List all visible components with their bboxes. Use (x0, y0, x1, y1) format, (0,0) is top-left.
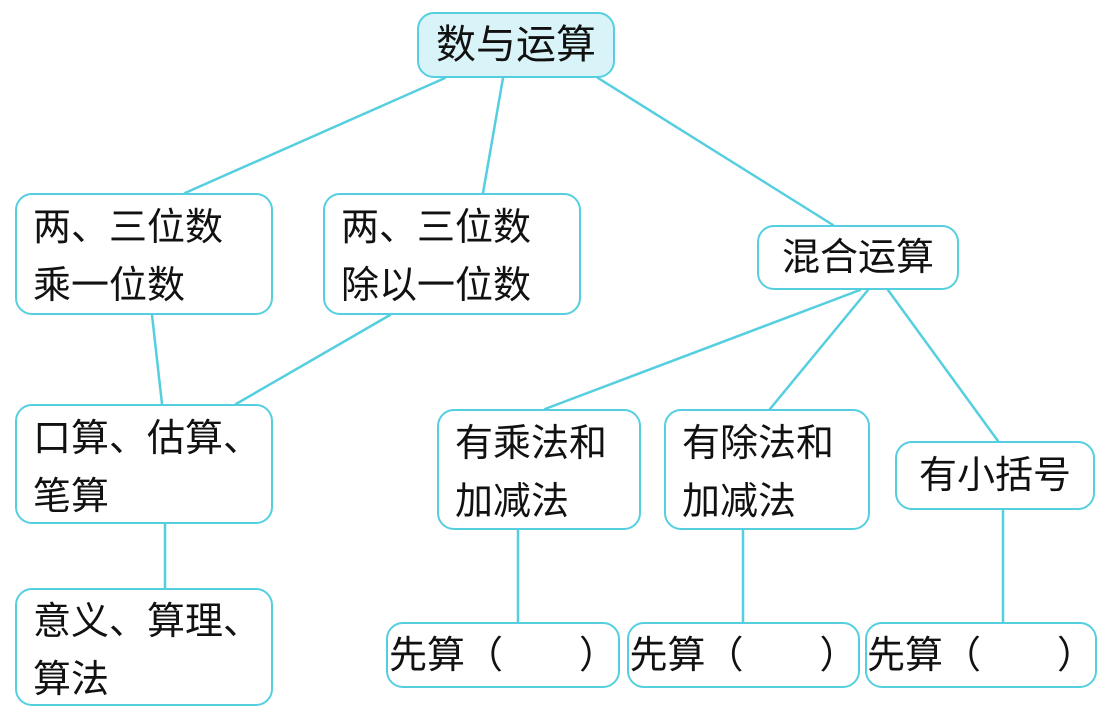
link-root-divide (481, 76, 505, 195)
link-root-multiply (183, 76, 447, 195)
link-divide-methods (234, 313, 392, 406)
node-meaning-line-2: 算法 (33, 657, 110, 701)
node-divide-line-2: 除以一位数 (341, 263, 532, 307)
node-case-brackets: 有小括号 (895, 441, 1095, 510)
node-divide-by-one-digit: 两、三位数 除以一位数 (323, 193, 581, 315)
node-mixed-operations: 混合运算 (757, 225, 959, 290)
first-step-brackets-label: 先算（ ） (867, 633, 1096, 677)
first-step-divide-label: 先算（ ） (629, 633, 858, 677)
node-first-step-divide[interactable]: 先算（ ） (627, 622, 860, 688)
node-methods-line-1: 口算、估算、 (33, 416, 262, 460)
node-case-multiply-line-1: 有乘法和 (455, 421, 608, 465)
node-case-multiply-line-2: 加减法 (455, 479, 570, 523)
node-divide-line-1: 两、三位数 (341, 205, 532, 249)
node-multiply-line-2: 乘一位数 (33, 263, 186, 307)
link-root-mixed (596, 76, 835, 227)
node-meaning: 意义、算理、 算法 (15, 588, 273, 706)
node-case-brackets-label: 有小括号 (918, 453, 1071, 497)
root-node-label: 数与运算 (436, 22, 596, 68)
node-methods: 口算、估算、 笔算 (15, 404, 273, 524)
node-first-step-multiply[interactable]: 先算（ ） (386, 622, 620, 688)
node-case-divide-line-2: 加减法 (682, 479, 797, 523)
node-multiply-by-one-digit: 两、三位数 乘一位数 (15, 193, 273, 315)
link-mixed-case-multiply (543, 288, 862, 411)
link-mixed-case-divide (768, 288, 870, 411)
node-methods-line-2: 笔算 (33, 474, 110, 518)
node-case-multiply: 有乘法和 加减法 (437, 409, 641, 530)
node-first-step-brackets[interactable]: 先算（ ） (865, 622, 1097, 688)
node-case-divide: 有除法和 加减法 (664, 409, 870, 530)
node-case-divide-line-1: 有除法和 (682, 421, 835, 465)
link-mixed-case-brackets (886, 288, 1000, 443)
node-multiply-line-1: 两、三位数 (33, 205, 224, 249)
node-mixed-label: 混合运算 (781, 235, 934, 279)
first-step-multiply-label: 先算（ ） (388, 633, 617, 677)
root-node: 数与运算 (417, 12, 615, 78)
link-multiply-methods (150, 313, 164, 406)
node-meaning-line-1: 意义、算理、 (33, 599, 262, 643)
